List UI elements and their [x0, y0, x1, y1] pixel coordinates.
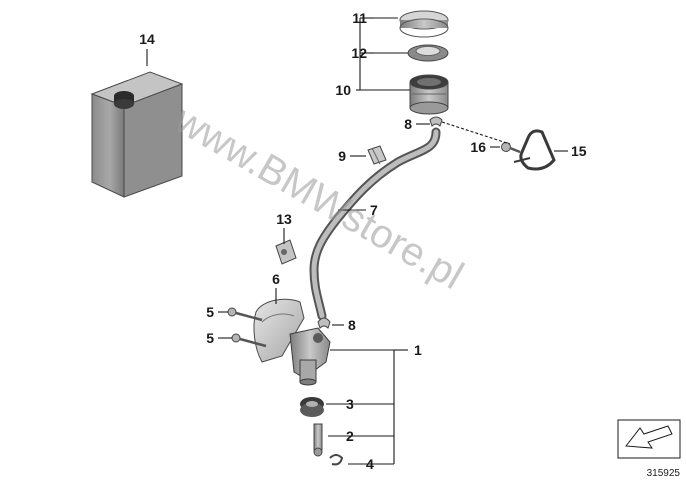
screw-16-part [501, 142, 521, 154]
hose-clip-upper-part [429, 116, 443, 127]
callout-16: 16 [470, 139, 486, 155]
callout-12: 12 [351, 45, 367, 61]
holder-clamp-part [513, 129, 556, 171]
hose-clip-lower-part [317, 317, 331, 329]
diaphragm-seal-part [407, 44, 449, 62]
push-rod-part [313, 423, 323, 457]
callout-2: 2 [346, 428, 354, 444]
callout-labels: 14 11 12 10 8 9 16 15 7 13 6 8 5 5 1 3 2… [139, 10, 587, 472]
seal-3-part [300, 397, 324, 417]
callout-4: 4 [366, 456, 374, 472]
callout-15: 15 [571, 143, 587, 159]
callout-5-upper: 5 [206, 304, 214, 320]
reservoir-cap-part [399, 10, 449, 38]
callout-11: 11 [352, 10, 367, 26]
callout-1: 1 [414, 342, 422, 358]
callout-10: 10 [335, 82, 351, 98]
fluid-can-part [90, 71, 184, 198]
circlip-part [329, 454, 344, 466]
direction-arrow-icon [625, 425, 673, 449]
callout-3: 3 [346, 396, 354, 412]
callout-5-lower: 5 [206, 330, 214, 346]
callout-9: 9 [338, 148, 346, 164]
leader-lines [146, 17, 568, 465]
bracket-13-part [275, 239, 297, 265]
clutch-hose-part [309, 127, 441, 321]
document-number: 315925 [647, 468, 681, 479]
callout-14: 14 [139, 31, 155, 47]
watermark-text: www.BMWstore.pl [167, 97, 471, 298]
callout-6: 6 [272, 271, 280, 287]
orientation-box [617, 419, 681, 459]
callout-7: 7 [370, 202, 378, 218]
reservoir-part [409, 74, 449, 115]
hose-holder-9-part [367, 145, 387, 165]
callout-8-lower: 8 [348, 317, 356, 333]
callout-8-upper: 8 [404, 116, 412, 132]
slave-cylinder-part [289, 327, 331, 386]
callout-13: 13 [276, 211, 292, 227]
